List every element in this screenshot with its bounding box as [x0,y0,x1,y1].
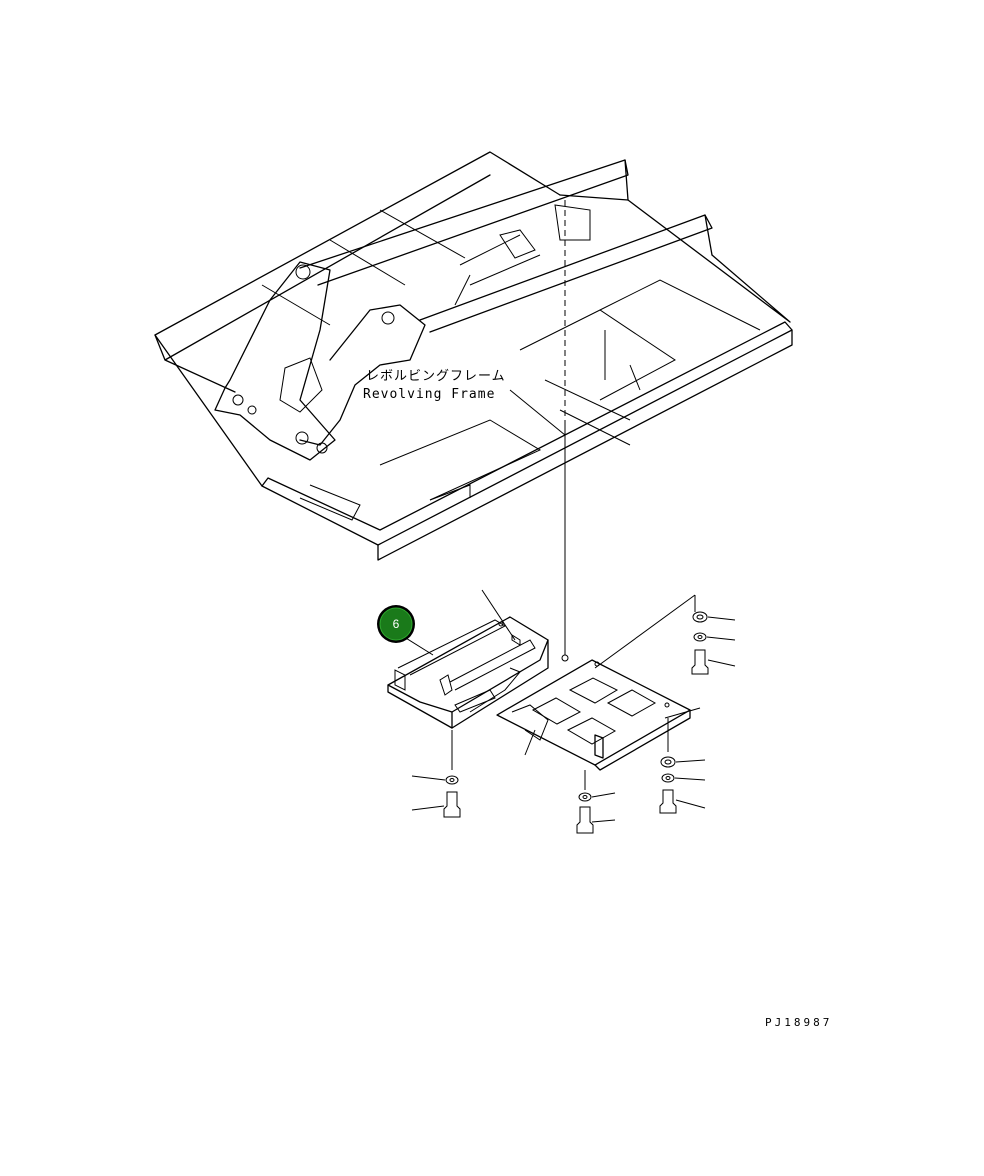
fastener-set-bottom-left [411,775,461,818]
washer-icon [661,773,675,783]
under-cover-left [387,616,569,729]
callout-number: 6 [393,617,400,631]
washer-icon [693,632,707,642]
fastener-set-bottom-right [659,756,706,814]
frame-label-english: Revolving Frame [363,387,495,402]
bolt-icon [691,649,709,675]
under-cover-right [496,659,691,771]
washer-icon [445,775,459,785]
callout-6[interactable]: 6 [377,605,415,643]
washer-icon [660,756,676,768]
bolt-icon [659,789,677,814]
fastener-set-top-right [691,611,736,675]
cover-leaders [392,589,701,790]
washer-icon [692,611,708,623]
revolving-frame [154,151,793,561]
frame-label-leaders [454,274,566,436]
frame-label-japanese: レボルビングフレーム [366,369,506,384]
bolt-icon [443,791,461,818]
frame-label: レボルビングフレーム Revolving Frame [363,369,506,402]
washer-icon [578,792,592,802]
reference-code: PJ18987 [765,1016,832,1029]
bolt-icon [576,806,594,834]
fastener-set-bottom-middle [576,792,616,834]
